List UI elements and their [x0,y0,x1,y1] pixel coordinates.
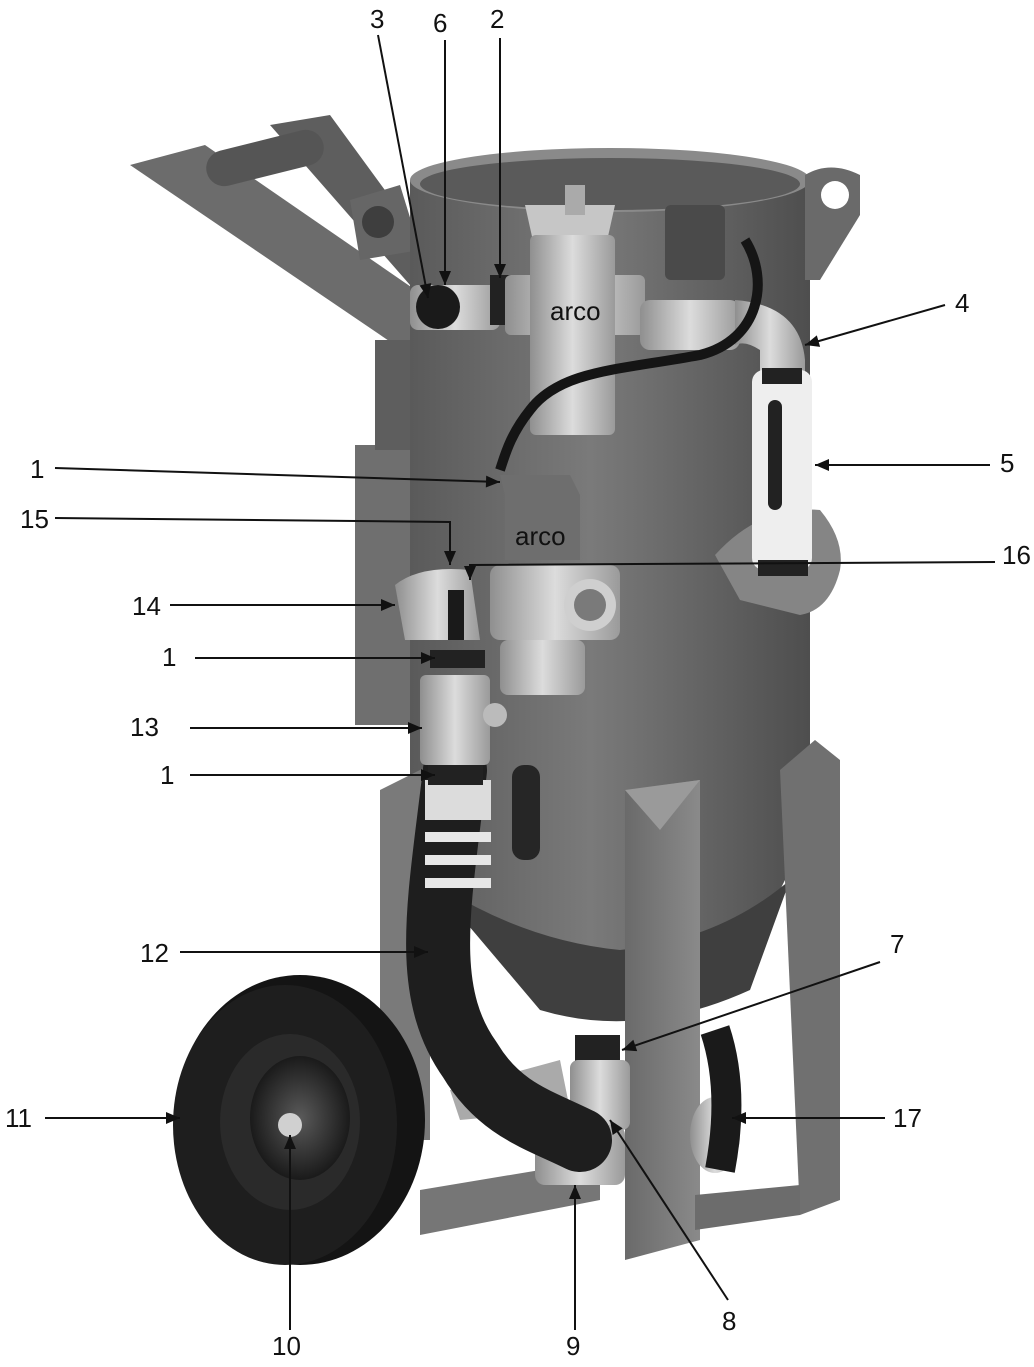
arrowhead-11 [166,1112,180,1124]
wheel [173,975,425,1265]
arrowhead-1b [421,652,435,664]
arrowhead-7 [622,1039,638,1052]
lifting-lug [805,167,860,280]
callout-4: 4 [955,288,969,318]
callout-11: 11 [5,1103,32,1133]
arrowhead-10 [284,1135,296,1149]
arrowhead-3 [419,283,432,298]
callout-10: 10 [272,1331,301,1361]
callout-17: 17 [893,1103,922,1133]
arrowhead-13 [408,722,422,734]
callout-8: 8 [722,1306,736,1336]
arrowhead-5 [815,459,829,471]
handle [130,115,430,345]
callout-9: 9 [566,1331,580,1361]
callout-16: 16 [1002,540,1031,570]
leader-line-3 [377,34,429,299]
callout-14: 14 [132,591,161,621]
callout-1-upper: 1 [30,454,44,484]
arrowhead-17 [732,1112,746,1124]
mid-valve-cluster: arco [395,475,620,785]
arrowhead-9 [569,1185,581,1199]
arrowhead-1c [421,769,435,781]
arrowhead-4 [805,335,821,347]
callout-labels: 3 6 2 4 5 1 15 16 14 1 13 1 12 7 11 17 1… [5,4,1031,1361]
hose-bands [425,780,491,888]
callout-6: 6 [433,8,447,38]
arrowhead-1a [485,475,500,488]
arrowhead-8 [610,1120,623,1135]
rear-coupling [690,1025,742,1173]
arrowhead-6 [439,271,451,285]
callout-13: 13 [130,712,159,742]
callout-1-middle: 1 [162,642,176,672]
leader-line-8 [609,1119,729,1301]
callout-7: 7 [890,929,904,959]
pressure-regulator-pipe [640,205,805,380]
callout-1-lower: 1 [160,760,174,790]
leader-line-4 [804,304,946,346]
callout-3: 3 [370,4,384,34]
control-hose [495,237,763,472]
blast-hose [406,738,612,1172]
callout-5: 5 [1000,448,1014,478]
leader-line-1a [54,467,501,483]
filter-brand: arco [550,296,601,326]
callout-15: 15 [20,504,49,534]
choke-valve-handle [512,765,540,860]
arrowhead-2 [494,264,506,278]
callout-12: 12 [140,938,169,968]
valve-brand: arco [515,521,566,551]
arrowhead-16 [464,566,476,580]
arrowhead-15 [444,551,456,565]
leader-lines [45,34,996,1330]
callout-2: 2 [490,4,504,34]
leader-line-15 [54,517,451,565]
arrowhead-12 [414,946,428,958]
leader-line-7 [621,961,881,1051]
arrowhead-14 [381,599,395,611]
